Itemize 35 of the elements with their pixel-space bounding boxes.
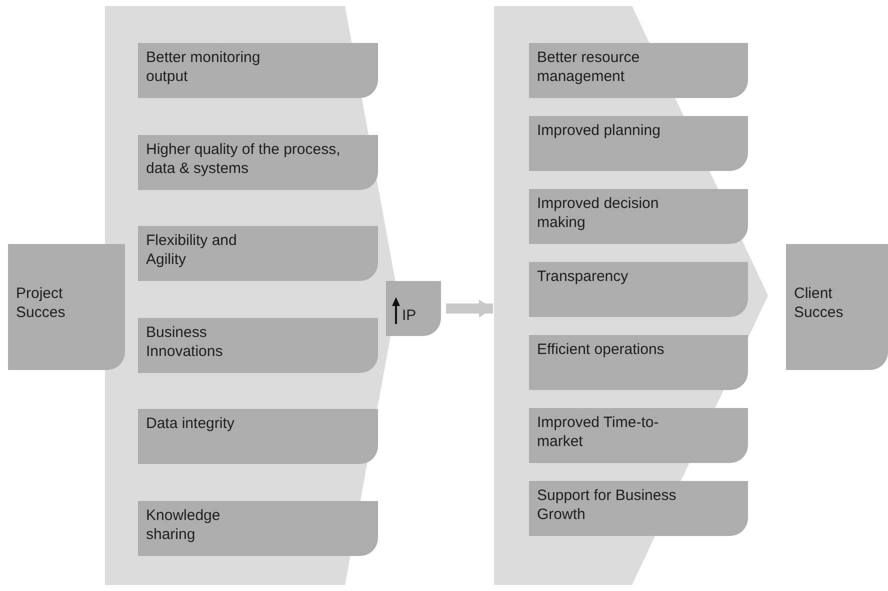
block-arrow [446,300,493,318]
process-box [138,43,378,98]
box-label: Knowledge sharing [146,506,222,544]
process-box [529,335,748,390]
chevron-band [105,6,398,585]
box-label: Business Innovations [146,323,224,361]
process-box [529,481,748,536]
box-label: Data integrity [146,414,234,433]
box-label: Higher quality of the process, data & systems [146,140,342,178]
box-label: Better monitoring output [146,48,262,86]
process-box [138,409,378,464]
box-label: Improved Time-to-market [537,413,660,451]
box-label: Improved decision making [537,194,660,232]
box-label: Support for Business Growth [537,486,678,524]
process-box [529,43,748,98]
process-box [529,116,748,171]
box-label: Client Succes [794,284,844,322]
box-label: Better resource management [537,48,641,86]
chevron-band [494,6,768,585]
process-box [529,189,748,244]
process-box [138,135,378,190]
process-box [386,281,441,336]
process-box [786,244,888,370]
process-box [529,262,748,317]
process-box [138,226,378,281]
box-label: Improved planning [537,121,660,140]
box-label: Project Succes [16,284,66,322]
process-box [8,244,125,370]
box-label: Flexibility and Agility [146,231,238,269]
box-label: IP [402,306,416,325]
process-box [529,408,748,463]
process-box [138,501,378,556]
box-label: Transparency [537,267,628,286]
box-label: Efficient operations [537,340,664,359]
process-box [138,318,378,373]
